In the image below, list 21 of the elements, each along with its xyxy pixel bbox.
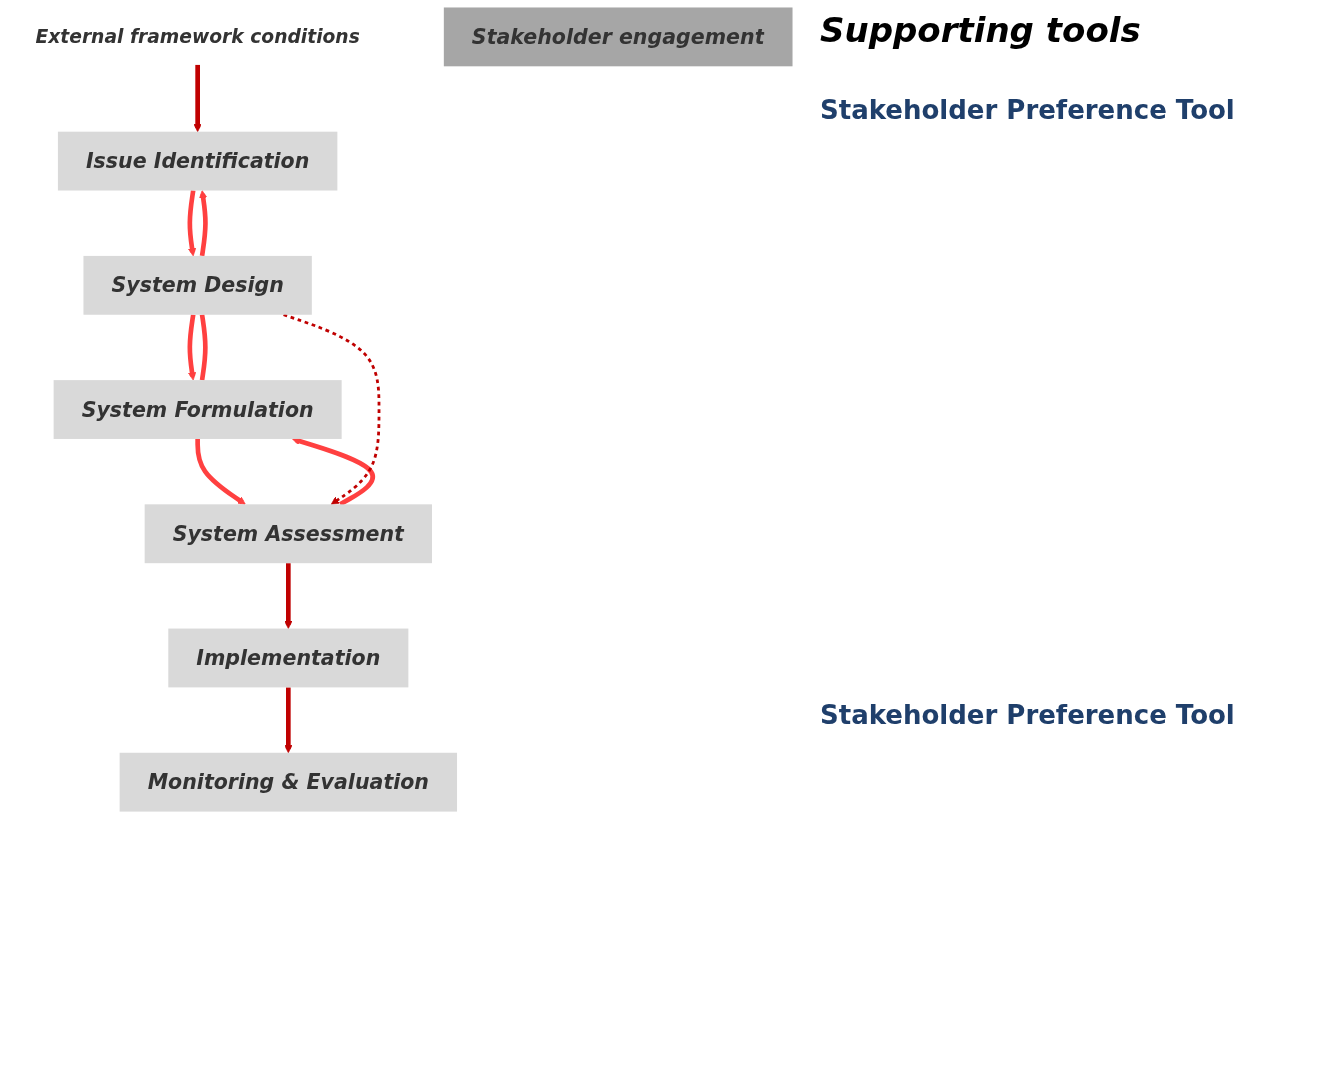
column-heading: Supporting tools xyxy=(820,10,1141,50)
arrow xyxy=(292,437,375,507)
arrow xyxy=(199,190,208,257)
node-box: Implementation xyxy=(168,628,409,688)
connector xyxy=(199,314,208,381)
node-box: System Assessment xyxy=(144,504,432,564)
tool-name: Stakeholder Preference Tool xyxy=(820,700,1235,730)
node-box: System Design xyxy=(83,255,312,315)
arrow xyxy=(283,313,381,505)
node-box: Stakeholder engagement xyxy=(443,7,793,67)
tool-name: Stakeholder Preference Tool xyxy=(820,95,1235,125)
arrow xyxy=(284,563,293,629)
arrow xyxy=(195,438,246,505)
arrow xyxy=(193,64,202,133)
arrow xyxy=(187,314,197,381)
node-text: External framework conditions xyxy=(35,25,360,49)
arrow xyxy=(284,687,293,754)
arrow xyxy=(187,190,197,257)
node-box: Monitoring & Evaluation xyxy=(119,752,457,812)
node-box: Issue Identification xyxy=(57,131,338,191)
node-box: System Formulation xyxy=(53,380,342,439)
